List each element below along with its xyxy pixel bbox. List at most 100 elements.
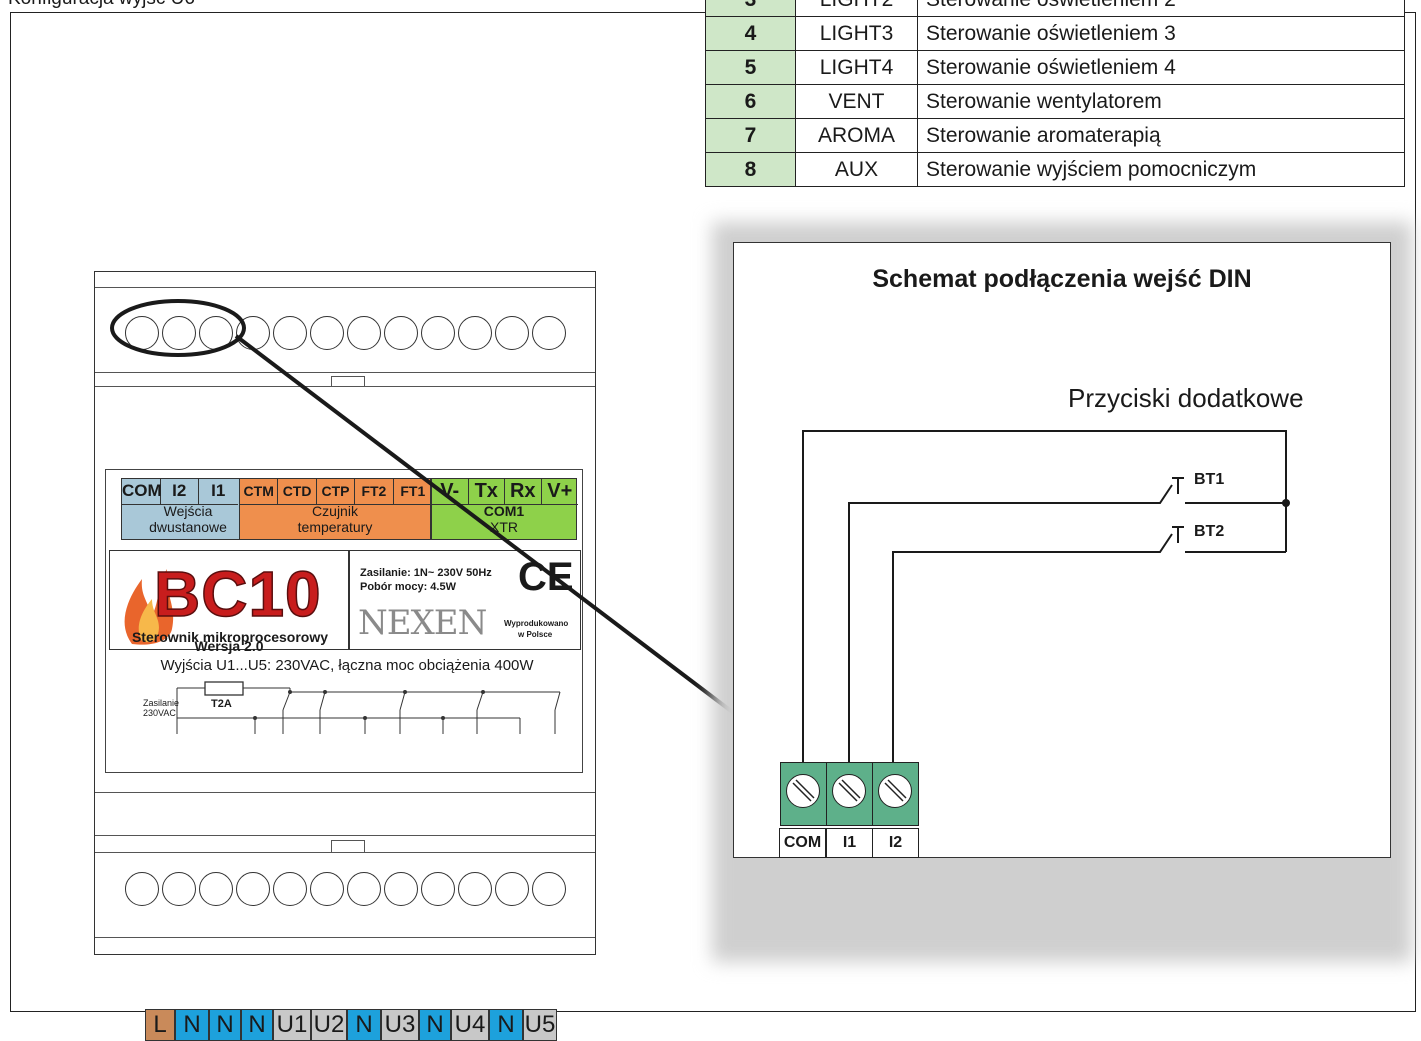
pin-label: FT1	[393, 479, 432, 505]
button-bt2-label: BT2	[1194, 523, 1225, 540]
output-terminal: N	[241, 1009, 273, 1041]
output-terminal: N	[419, 1009, 451, 1041]
terminal-hole	[421, 316, 455, 350]
terminal-hole	[495, 872, 529, 906]
terminal-hole	[458, 316, 492, 350]
buttons-label: Przyciski dodatkowe	[1068, 383, 1304, 413]
output-terminal: U3	[381, 1009, 419, 1041]
group-label-line2: temperatury	[297, 519, 373, 535]
terminal-hole	[273, 316, 307, 350]
terminal-hole	[532, 316, 566, 350]
pin-label: CTM	[240, 479, 279, 505]
terminal-hole	[236, 872, 270, 906]
screw-icon	[786, 774, 820, 808]
terminal-hole	[162, 872, 196, 906]
supply-label-1: Zasilanie	[143, 698, 180, 708]
terminal-hole	[125, 872, 159, 906]
output-number: 3	[705, 0, 796, 17]
pin-label: COM	[122, 479, 162, 505]
output-number: 6	[705, 84, 796, 119]
terminal-hole	[310, 316, 344, 350]
model-version: Wersja 2.0	[194, 638, 264, 654]
output-terminal: U1	[273, 1009, 311, 1041]
model-name: BC10	[153, 557, 322, 631]
ce-mark: CE	[518, 555, 574, 599]
terminal-hole	[384, 872, 418, 906]
group-label-line2: dwustanowe	[149, 519, 227, 535]
din-terminal-label: I2	[872, 828, 919, 858]
terminal-hole	[162, 316, 196, 350]
pin-label: CTD	[278, 479, 317, 505]
logo-panel: BC10 Sterownik mikroprocesorowy	[109, 550, 349, 650]
group-label-line1: Czujnik	[312, 503, 358, 519]
screw-terminal	[826, 762, 873, 826]
pin-label: FT2	[355, 479, 394, 505]
pin-label: Tx	[468, 479, 505, 505]
output-terminal: N	[489, 1009, 523, 1041]
screw-terminal	[780, 762, 827, 826]
made-in-line2: w Polsce	[518, 630, 553, 639]
terminal-hole	[347, 872, 381, 906]
terminal-hole	[347, 316, 381, 350]
power-supply: Zasilanie: 1N~ 230V 50Hz	[360, 567, 492, 579]
pin-label: I2	[160, 479, 199, 505]
output-code: LIGHT4	[795, 50, 918, 85]
group-label-line2: XTR	[490, 519, 518, 535]
pin-label: I1	[199, 479, 238, 505]
inputs-highlight-ellipse	[110, 299, 246, 357]
brand-logo: NEXEN	[358, 603, 487, 643]
power-usage: Pobór mocy: 4.5W	[360, 581, 456, 593]
terminal-hole	[310, 872, 344, 906]
button-bt1-label: BT1	[1194, 471, 1225, 488]
spec-panel: Zasilanie: 1N~ 230V 50Hz Pobór mocy: 4.5…	[349, 550, 581, 650]
pin-label: V+	[541, 479, 578, 505]
terminal-hole	[495, 316, 529, 350]
output-code: AROMA	[795, 118, 918, 153]
output-terminal: N	[347, 1009, 381, 1041]
output-description: Sterowanie wyjściem pomocniczym	[917, 152, 1405, 187]
terminal-hole	[421, 872, 455, 906]
terminal-hole	[273, 872, 307, 906]
output-number: 4	[705, 16, 796, 51]
group-label-line1: COM1	[483, 503, 525, 519]
output-terminal: L	[145, 1009, 175, 1041]
page-title: Konfiguracja wyjść U6	[8, 0, 195, 10]
made-in-line1: Wyprodukowano	[504, 619, 569, 628]
terminal-hole	[532, 872, 566, 906]
din-wiring	[802, 430, 1290, 762]
screw-icon	[878, 774, 912, 808]
diagram-title: Schemat podłączenia wejść DIN	[872, 265, 1252, 293]
din-terminal-label: COM	[779, 828, 826, 858]
screw-terminal	[872, 762, 919, 826]
terminal-hole	[199, 872, 233, 906]
fuse-label: T2A	[211, 698, 232, 710]
output-terminal: U4	[451, 1009, 489, 1041]
outputs-note: Wyjścia U1...U5: 230VAC, łączna moc obci…	[160, 657, 534, 674]
outputs-table: 3LIGHT2Sterowanie oświetleniem 24LIGHT3S…	[705, 0, 1405, 187]
output-number: 7	[705, 118, 796, 153]
din-terminal-label: I1	[826, 828, 873, 858]
terminal-hole	[125, 316, 159, 350]
output-terminal: U5	[523, 1009, 557, 1041]
model-subtitle: Sterownik mikroprocesorowy	[131, 629, 329, 645]
output-terminal: N	[209, 1009, 241, 1041]
flame-icon	[124, 569, 174, 645]
terminal-hole	[458, 872, 492, 906]
front-panel	[105, 469, 583, 773]
output-code: VENT	[795, 84, 918, 119]
pin-label: CTP	[316, 479, 356, 505]
pin-label: Rx	[505, 479, 542, 505]
screw-icon	[832, 774, 866, 808]
connection-arrow	[234, 334, 782, 750]
output-code: LIGHT3	[795, 16, 918, 51]
output-terminal: N	[175, 1009, 209, 1041]
output-code: AUX	[795, 152, 918, 187]
